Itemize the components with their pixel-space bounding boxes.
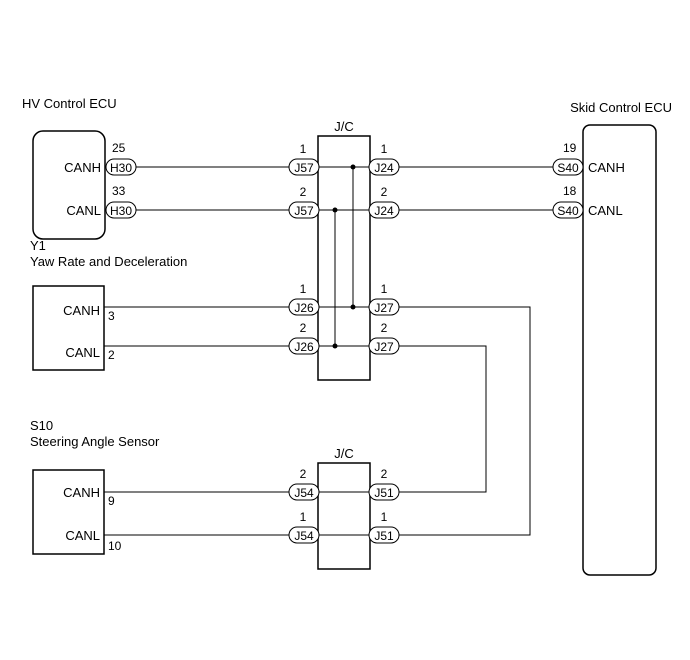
jc1-left-pin: 1 [300, 142, 307, 156]
junction-connector-1 [317, 135, 371, 381]
connector-j27 [368, 298, 400, 316]
yaw-canl-label: CANL [65, 345, 100, 360]
jc1-right-pin: 1 [381, 142, 388, 156]
connector-j51 [368, 526, 400, 544]
connector-j54-label: J54 [294, 529, 314, 543]
connector-j57-label: J57 [294, 204, 314, 218]
yaw-canh-label: CANH [63, 303, 100, 318]
connector-h30-label: H30 [110, 204, 132, 218]
skid-ecu-pin-l: 18 [563, 184, 577, 198]
connector-j24-label: J24 [374, 161, 394, 175]
junction-connector-2 [317, 462, 371, 570]
connector-s40-label: S40 [557, 161, 579, 175]
connector-j24 [368, 158, 400, 176]
connector-j54 [288, 483, 320, 501]
yaw-rate-sensor [32, 285, 105, 371]
connector-j51-label: J51 [374, 486, 394, 500]
wire-j27-1-to-j51-1 [399, 306, 531, 536]
steering-angle-sensor [32, 469, 105, 555]
yaw-sensor-title: Yaw Rate and Deceleration [30, 254, 187, 269]
steer-pin-h: 9 [108, 494, 115, 508]
steer-canl-label: CANL [65, 528, 100, 543]
connector-j26-label: J26 [294, 340, 314, 354]
connector-s40-label: S40 [557, 204, 579, 218]
connector-j24-label: J24 [374, 204, 394, 218]
jc2-right-pin: 2 [381, 467, 388, 481]
connector-j24 [368, 201, 400, 219]
jc1-left-pin: 2 [300, 321, 307, 335]
connector-j27-label: J27 [374, 301, 394, 315]
splice-dot [332, 207, 338, 213]
yaw-sensor-code: Y1 [30, 238, 46, 253]
connector-h30-canh [105, 158, 137, 176]
connector-j27 [368, 337, 400, 355]
steer-pin-l: 10 [108, 539, 122, 553]
hv-ecu-canl-label: CANL [66, 203, 101, 218]
yaw-pin-h: 3 [108, 309, 115, 323]
connector-j51 [368, 483, 400, 501]
splice-dot [332, 343, 338, 349]
skid-ecu-pin-h: 19 [563, 141, 577, 155]
connector-h30-canl [105, 201, 137, 219]
wire-j27-2-to-j51-2 [399, 345, 487, 493]
connector-j26-label: J26 [294, 301, 314, 315]
connector-j57-label: J57 [294, 161, 314, 175]
hv-ecu-pin-l: 33 [112, 184, 126, 198]
jc2-left-pin: 1 [300, 510, 307, 524]
connector-j57 [288, 201, 320, 219]
connector-j54-label: J54 [294, 486, 314, 500]
steer-canh-label: CANH [63, 485, 100, 500]
junction-connector-2-label: J/C [334, 446, 354, 461]
jc2-left-pin: 2 [300, 467, 307, 481]
splice-dot [350, 304, 356, 310]
connector-j54 [288, 526, 320, 544]
connector-h30-label: H30 [110, 161, 132, 175]
hv-control-ecu [32, 130, 106, 240]
hv-ecu-pin-h: 25 [112, 141, 126, 155]
jc1-right-pin: 2 [381, 185, 388, 199]
hv-ecu-title: HV Control ECU [22, 96, 117, 111]
yaw-pin-l: 2 [108, 348, 115, 362]
jc1-right-pin: 1 [381, 282, 388, 296]
skid-ecu-canh-label: CANH [588, 160, 625, 175]
connector-j26 [288, 337, 320, 355]
hv-ecu-canh-label: CANH [64, 160, 101, 175]
jc1-right-pin: 2 [381, 321, 388, 335]
skid-control-ecu [582, 124, 657, 576]
steer-sensor-title: Steering Angle Sensor [30, 434, 160, 449]
connector-j51-label: J51 [374, 529, 394, 543]
skid-ecu-canl-label: CANL [588, 203, 623, 218]
connector-j26 [288, 298, 320, 316]
jc2-right-pin: 1 [381, 510, 388, 524]
jc1-left-pin: 1 [300, 282, 307, 296]
jc1-left-pin: 2 [300, 185, 307, 199]
skid-ecu-title: Skid Control ECU [570, 100, 672, 115]
connector-s40-canl [552, 201, 584, 219]
junction-connector-1-label: J/C [334, 119, 354, 134]
connector-s40-canh [552, 158, 584, 176]
connector-j57 [288, 158, 320, 176]
splice-dot [350, 164, 356, 170]
connector-j27-label: J27 [374, 340, 394, 354]
steer-sensor-code: S10 [30, 418, 53, 433]
